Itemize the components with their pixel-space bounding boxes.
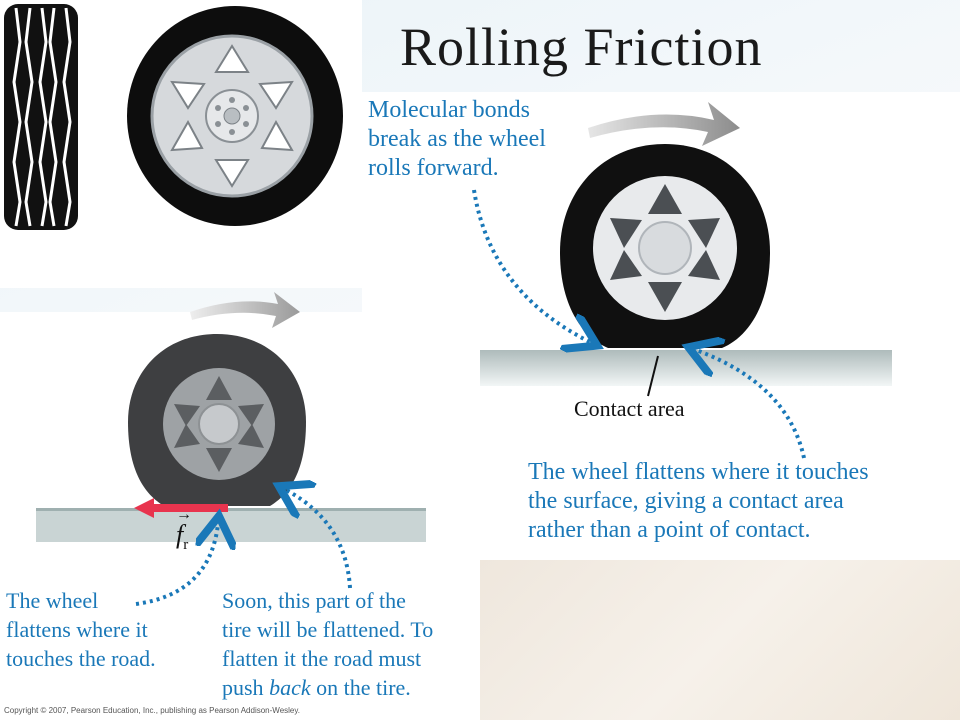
callout-text: push [222, 675, 270, 700]
callout-line: break as the wheel [368, 126, 546, 152]
callout-line: rather than a point of contact. [528, 517, 811, 543]
dotted-arrow-left [135, 518, 230, 606]
callout-line: The wheel [6, 588, 99, 613]
dotted-arrow-top [472, 189, 600, 352]
friction-force-arrow [134, 498, 228, 518]
contact-pointer-line [647, 355, 659, 397]
callout-line: flattens where it [6, 617, 148, 642]
wheel-photo-panel [0, 0, 362, 288]
slide-title: Rolling Friction [400, 17, 763, 77]
callout-line: touches the road. [6, 646, 156, 671]
callout-line: rolls forward. [368, 155, 499, 181]
force-label: → fr [176, 506, 192, 554]
rolling-friction-diagram: → fr [0, 292, 480, 720]
force-symbol: f [176, 520, 184, 549]
callout-emphasis: back [269, 675, 311, 700]
motion-arrow-top [588, 102, 740, 146]
dotted-arrow-bottom [688, 344, 806, 459]
dotted-arrow-right [276, 482, 352, 589]
callout-line: Molecular bonds [368, 97, 530, 123]
copyright-notice: Copyright © 2007, Pearson Education, Inc… [4, 706, 300, 715]
contact-area-label: Contact area [574, 396, 685, 421]
slide-background-corner [480, 560, 960, 720]
road-surface-right [480, 350, 892, 386]
callout-line: tire will be flattened. To [222, 617, 434, 642]
flattened-wheel-right [560, 144, 770, 348]
callout-molecular-bonds: Molecular bonds break as the wheel rolls… [368, 96, 546, 183]
callout-line: the surface, giving a contact area [528, 488, 844, 514]
callout-text: on the tire. [310, 675, 411, 700]
callout-wheel-flattens: The wheel flattens where it touches the … [528, 458, 869, 545]
callout-line: The wheel flattens where it touches [528, 459, 869, 485]
callout-line: flatten it the road must [222, 646, 422, 671]
force-subscript: r [183, 537, 189, 554]
motion-arrow-bottom [190, 292, 300, 328]
callout-line: Soon, this part of the [222, 588, 406, 613]
callout-road-push-back: Soon, this part of the tire will be flat… [222, 586, 433, 702]
callout-wheel-flattens-road: The wheel flattens where it touches the … [6, 586, 156, 673]
wheel-photo-graphic [127, 6, 343, 226]
tire-tread-graphic [4, 4, 78, 230]
flattened-wheel-left [128, 334, 306, 506]
callout-line: push back on the tire. [222, 673, 433, 702]
